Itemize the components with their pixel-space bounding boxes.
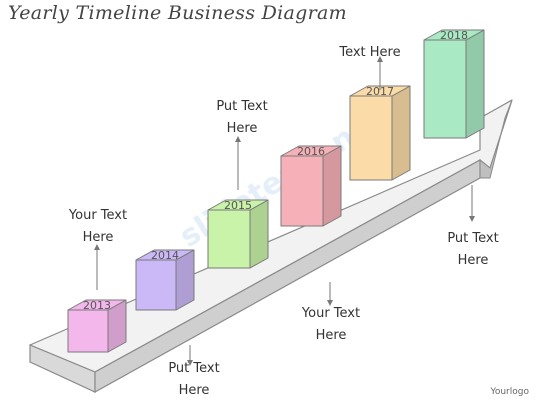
box-top-face <box>207 199 269 211</box>
diagram-title: Yearly Timeline Business Diagram <box>8 2 347 24</box>
box-side-face <box>465 29 485 139</box>
callout-2016-line1: Put Text <box>216 99 267 114</box>
box-side-face <box>322 145 342 227</box>
callout-2015-line1: Your Text <box>301 306 360 321</box>
callout-end-line2: Here <box>458 253 489 268</box>
year-label: 2016 <box>297 145 325 158</box>
box-front-face <box>135 259 177 311</box>
box-side-face <box>391 85 411 181</box>
callout-2018: Text Here <box>338 45 400 60</box>
box-front-face <box>207 209 251 269</box>
box-front-face <box>67 309 109 353</box>
box-top-face <box>135 249 195 261</box>
year-box-2016: 2016 <box>280 145 342 227</box>
callout-2013-line2: Here <box>179 383 210 398</box>
year-box-2013: 2013 <box>67 299 127 353</box>
box-top-face <box>67 299 127 311</box>
year-label: 2015 <box>224 199 252 212</box>
box-top-face <box>280 145 342 157</box>
box-front-face <box>280 155 324 227</box>
year-label: 2017 <box>366 85 394 98</box>
logo-text: Yourlogo <box>490 387 529 397</box>
box-side-face <box>249 199 269 269</box>
year-label: 2013 <box>83 299 111 312</box>
year-box-2014: 2014 <box>135 249 195 311</box>
year-boxes: 2013 2014 2015 2016 2017 2018 <box>67 29 485 353</box>
box-top-face <box>349 85 411 97</box>
callout-2015-line2: Here <box>316 328 347 343</box>
year-box-2017: 2017 <box>349 85 411 181</box>
year-label: 2018 <box>440 29 468 42</box>
callout-2014-line2: Here <box>83 230 114 245</box>
box-top-face <box>423 29 485 41</box>
callout-2014-line1: Your Text <box>68 208 127 223</box>
callout-2013-line1: Put Text <box>168 361 219 376</box>
box-front-face <box>349 95 393 181</box>
callout-2016-line2: Here <box>227 121 258 136</box>
callout-arrowheads <box>94 56 475 366</box>
callout-end-line1: Put Text <box>447 231 498 246</box>
box-front-face <box>423 39 467 139</box>
year-label: 2014 <box>151 249 179 262</box>
callout-arrows <box>96 60 473 362</box>
year-box-2018: 2018 <box>423 29 485 139</box>
year-box-2015: 2015 <box>207 199 269 269</box>
